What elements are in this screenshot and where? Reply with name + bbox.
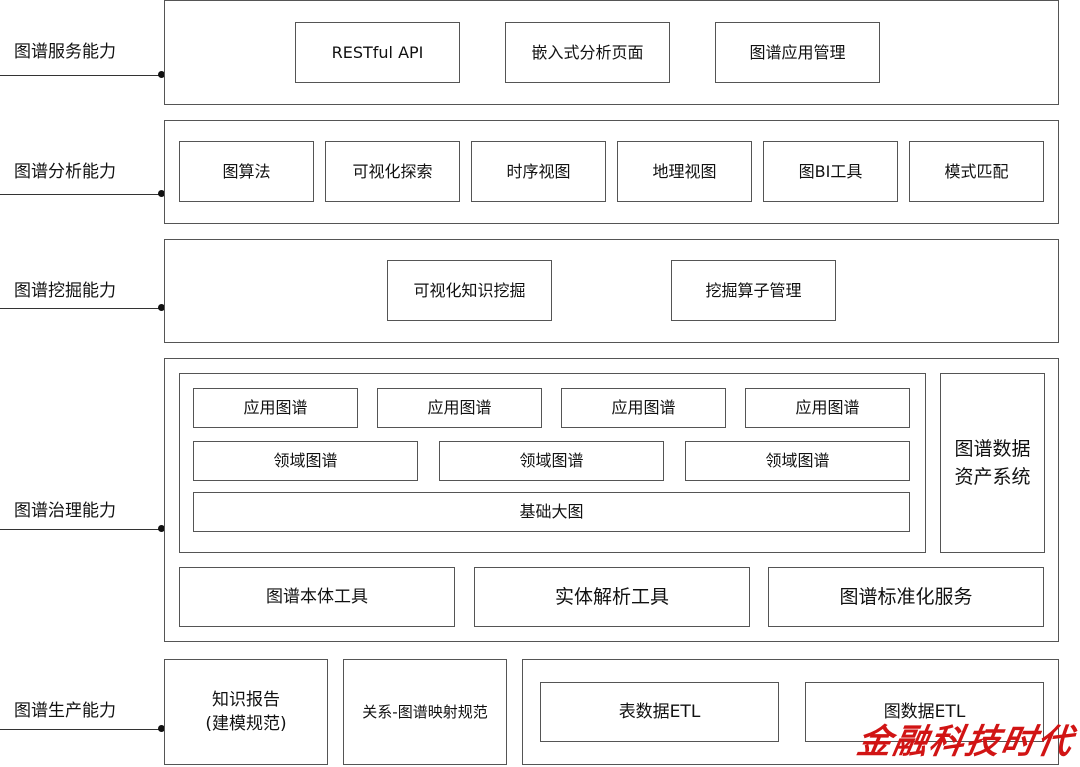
asset-system-line-1: 图谱数据 [954, 438, 1031, 460]
geo-view-box: 地理视图 [617, 141, 752, 202]
graph-app-management-box: 图谱应用管理 [715, 22, 880, 83]
application-graph-box: 应用图谱 [377, 388, 542, 428]
base-graph-box: 基础大图 [193, 492, 910, 532]
domain-graph-box: 领域图谱 [685, 441, 910, 481]
connector-line-mining [0, 308, 162, 309]
connector-line-production [0, 729, 162, 730]
row-label-service: 图谱服务能力 [14, 42, 116, 62]
row-label-production: 图谱生产能力 [14, 701, 116, 721]
asset-system-line-2: 资产系统 [954, 466, 1031, 488]
graph-data-asset-system-box: 图谱数据 资产系统 [940, 373, 1045, 553]
connector-dot-production [158, 725, 165, 732]
row-label-mining: 图谱挖掘能力 [14, 281, 116, 301]
connector-dot-governance [158, 525, 165, 532]
mining-panel [164, 239, 1059, 343]
connector-dot-analysis [158, 190, 165, 197]
knowledge-report-box: 知识报告 (建模规范) [164, 659, 328, 765]
application-graph-box: 应用图谱 [561, 388, 726, 428]
graph-algorithm-box: 图算法 [179, 141, 314, 202]
application-graph-box: 应用图谱 [193, 388, 358, 428]
timeline-view-box: 时序视图 [471, 141, 606, 202]
knowledge-report-line-1: 知识报告 [212, 690, 280, 710]
embedded-analysis-page-box: 嵌入式分析页面 [505, 22, 670, 83]
visual-knowledge-mining-box: 可视化知识挖掘 [387, 260, 552, 321]
graph-bi-tool-box: 图BI工具 [763, 141, 898, 202]
domain-graph-box: 领域图谱 [439, 441, 664, 481]
connector-line-analysis [0, 194, 162, 195]
entity-resolution-tool-box: 实体解析工具 [474, 567, 750, 627]
relation-graph-mapping-spec-box: 关系-图谱映射规范 [343, 659, 507, 765]
fintech-era-watermark: 金融科技时代 [853, 722, 1077, 762]
connector-dot-service [158, 71, 165, 78]
pattern-matching-box: 模式匹配 [909, 141, 1044, 202]
visual-exploration-box: 可视化探索 [325, 141, 460, 202]
ontology-tool-box: 图谱本体工具 [179, 567, 455, 627]
knowledge-report-line-2: (建模规范) [205, 714, 287, 734]
connector-line-governance [0, 529, 162, 530]
connector-line-service [0, 75, 162, 76]
restful-api-box: RESTful API [295, 22, 460, 83]
row-label-governance: 图谱治理能力 [14, 501, 116, 521]
table-data-etl-box: 表数据ETL [540, 682, 779, 742]
mining-operator-management-box: 挖掘算子管理 [671, 260, 836, 321]
graph-standardization-service-box: 图谱标准化服务 [768, 567, 1044, 627]
connector-dot-mining [158, 304, 165, 311]
row-label-analysis: 图谱分析能力 [14, 162, 116, 182]
domain-graph-box: 领域图谱 [193, 441, 418, 481]
application-graph-box: 应用图谱 [745, 388, 910, 428]
graph-data-etl-box: 图数据ETL [805, 682, 1044, 742]
